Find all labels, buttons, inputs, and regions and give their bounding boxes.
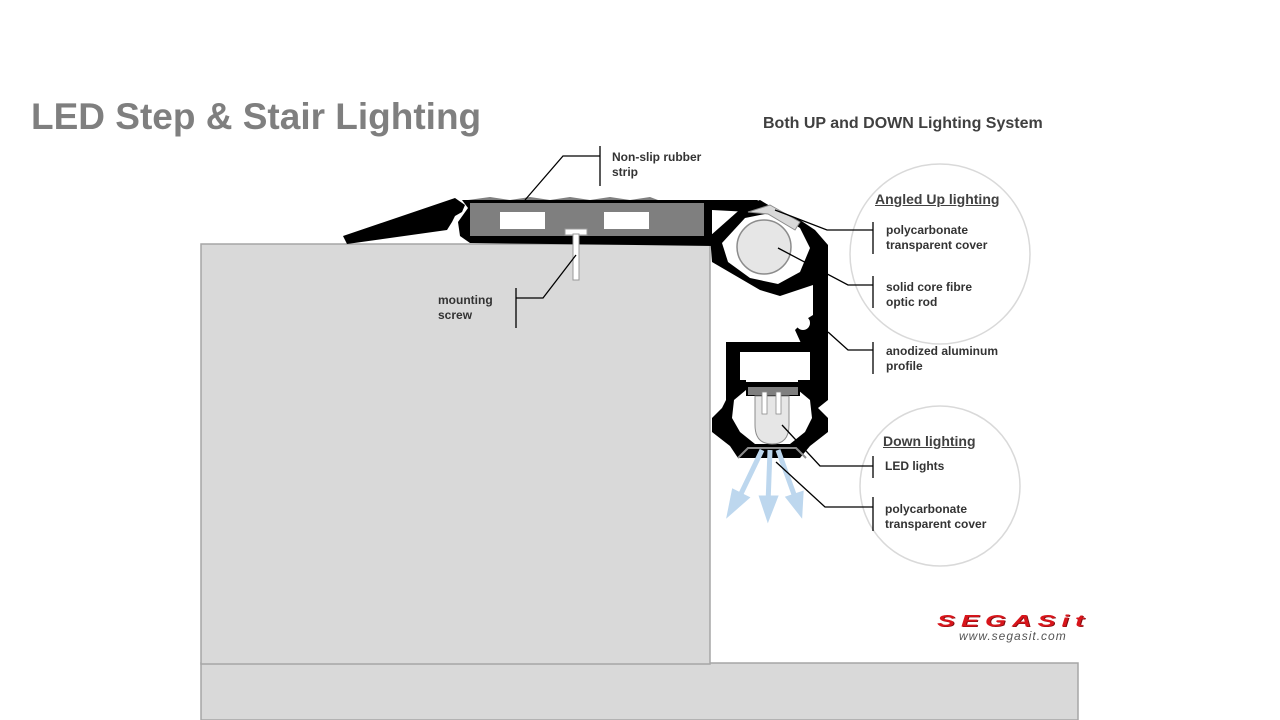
- page-title: LED Step & Stair Lighting: [31, 96, 482, 137]
- led-leg: [761, 391, 768, 415]
- angled-up-header: Angled Up lighting: [875, 191, 1000, 207]
- rubber-serration: [468, 197, 658, 200]
- leader-lines: [515, 146, 874, 531]
- up-polycarbonate-cover: [747, 204, 801, 231]
- led-lights-label: LED lights: [885, 459, 945, 473]
- rubber-slot: [500, 212, 545, 229]
- up-cover-label: polycarbonate transparent cover: [886, 223, 988, 252]
- segasit-logo: SEGASit www.segasit.com: [937, 612, 1272, 644]
- down-polycarbonate-cover: [737, 447, 807, 459]
- screw-shaft: [572, 233, 580, 281]
- led-bulb: [754, 395, 790, 445]
- diagram-subtitle: Both UP and DOWN Lighting System: [763, 115, 1043, 132]
- mounting-screw-label: mounting screw: [438, 293, 493, 322]
- lower-floor: [200, 662, 1079, 720]
- logo-brand: SEGASit: [937, 612, 1091, 630]
- light-rays: [726, 448, 804, 524]
- led-leg: [775, 391, 782, 415]
- down-cover-label: polycarbonate transparent cover: [885, 502, 987, 531]
- down-lighting-callout-circle: [859, 405, 1021, 567]
- profile-slot: [796, 316, 810, 330]
- aluminum-profile-label: anodized aluminum profile: [886, 344, 999, 373]
- stair-step: [200, 243, 711, 665]
- fibre-optic-rod: [736, 219, 792, 275]
- pcb-board: [748, 387, 798, 395]
- rubber-slot: [604, 212, 649, 229]
- down-lighting-header: Down lighting: [883, 433, 976, 449]
- rubber-strip-label: Non-slip rubber strip: [612, 150, 702, 179]
- fibre-rod-label: solid core fibre optic rod: [886, 280, 973, 309]
- logo-url: www.segasit.com: [959, 629, 1067, 643]
- angled-up-callout-circle: [849, 163, 1031, 345]
- nosing-ramp: [343, 198, 465, 244]
